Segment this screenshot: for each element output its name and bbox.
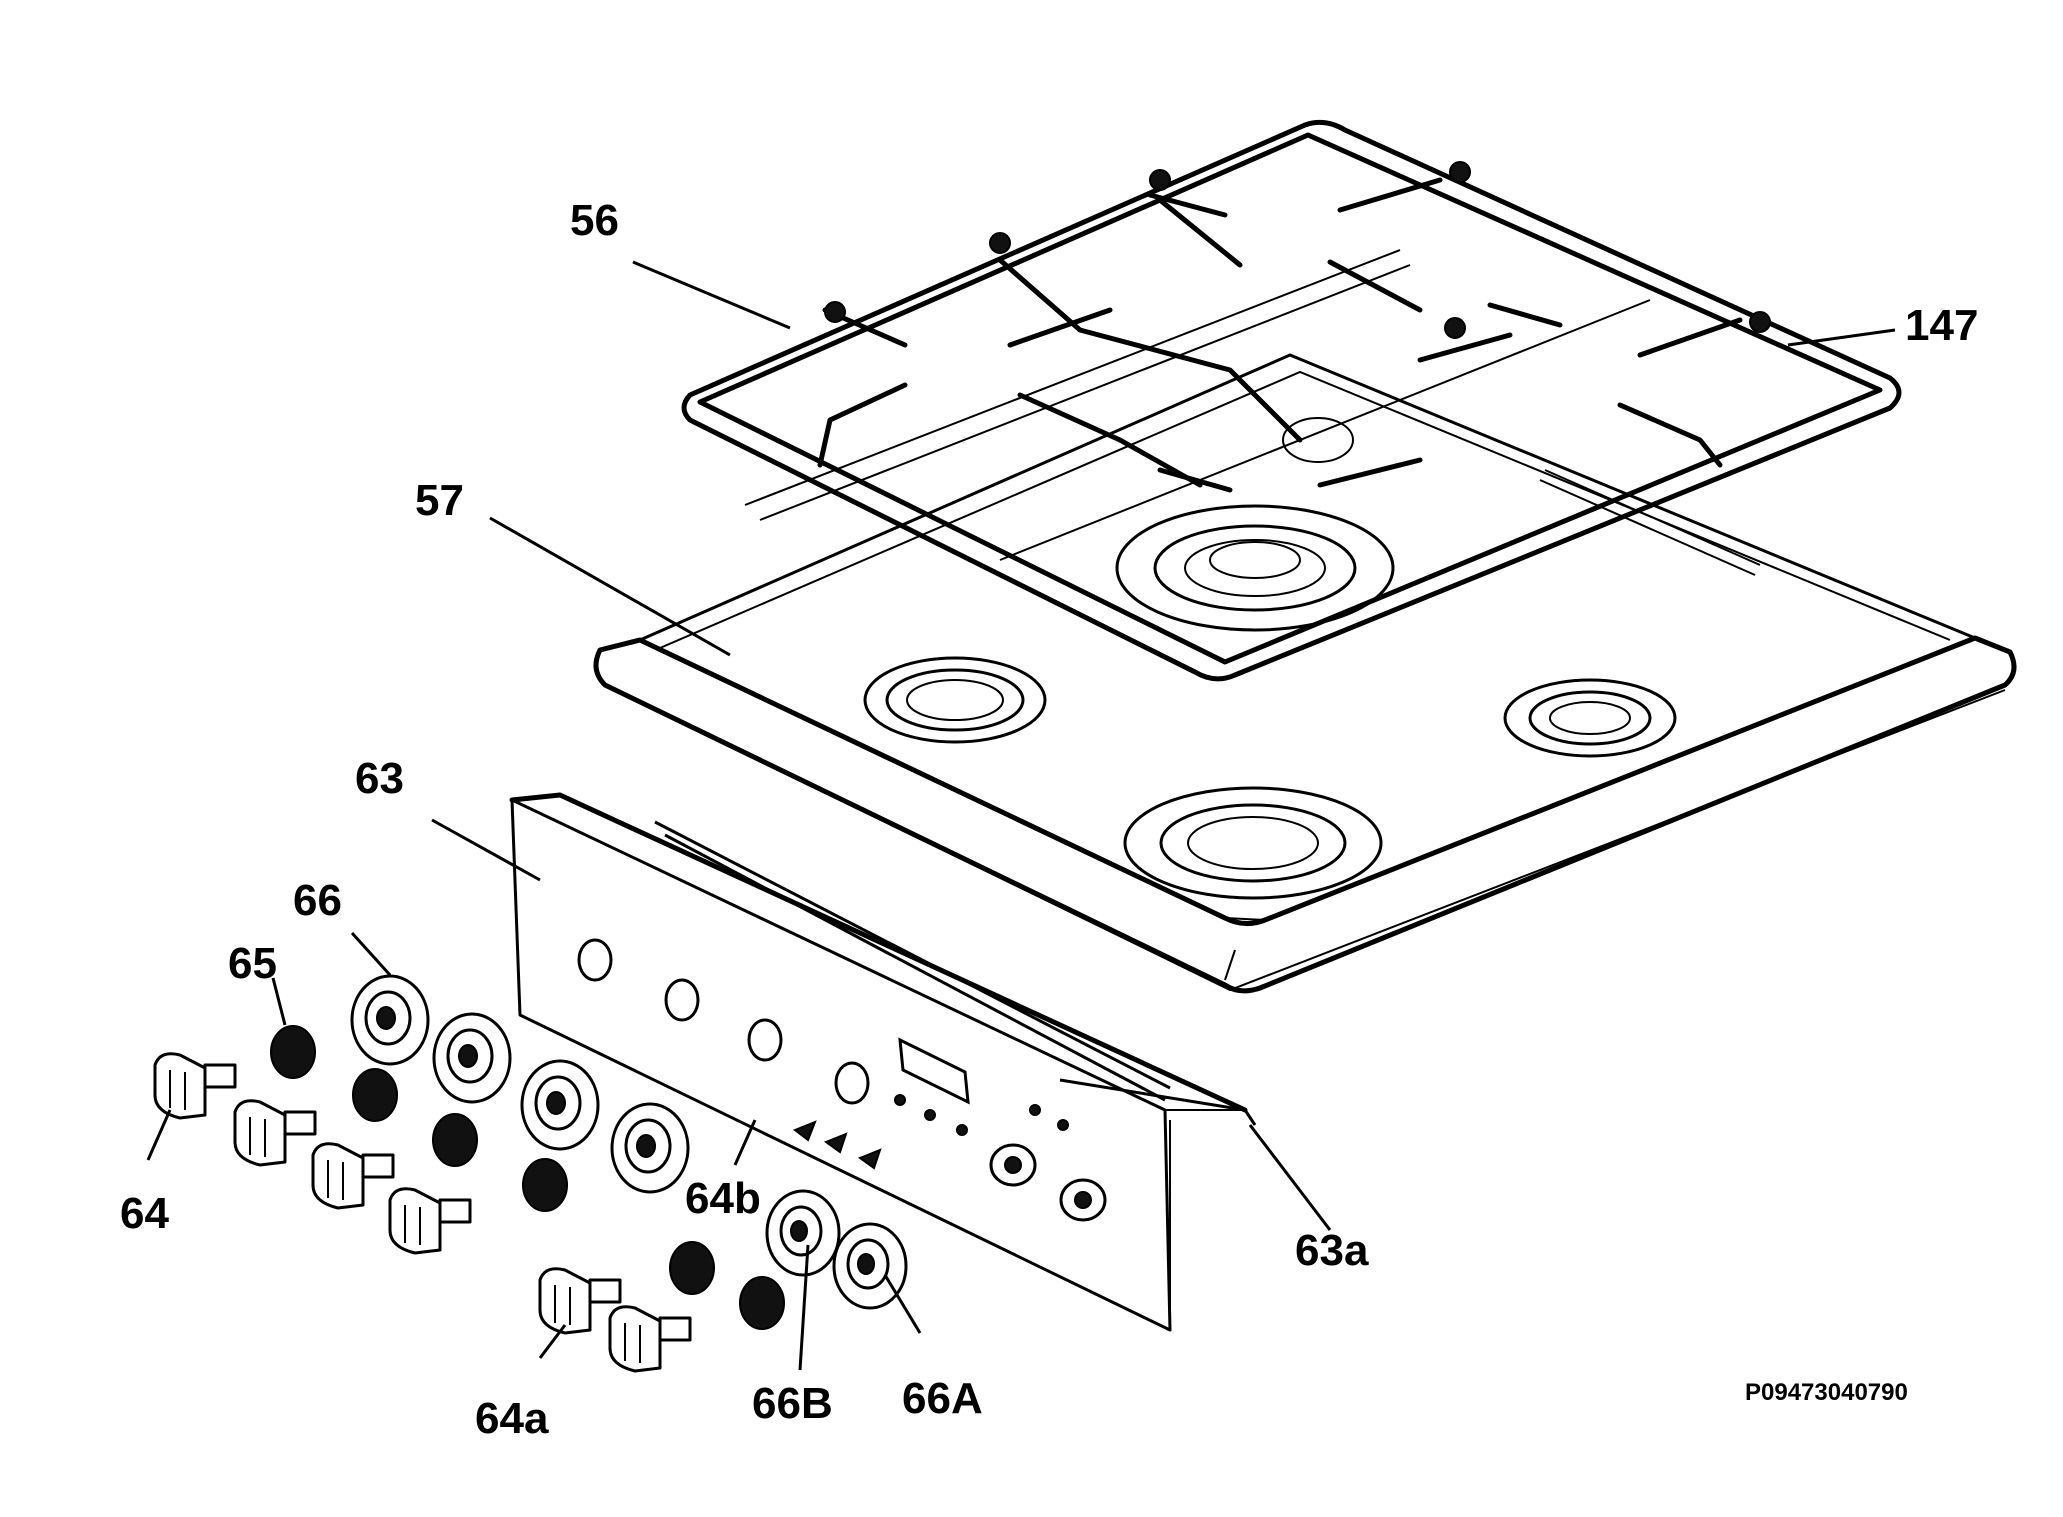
burner-front-center bbox=[1123, 786, 1383, 900]
callout-66B: 66B bbox=[752, 1379, 833, 1428]
callout-63a: 63a bbox=[1295, 1226, 1369, 1275]
bezel-3 bbox=[520, 1059, 600, 1151]
trim-strip bbox=[1059, 1078, 1257, 1126]
callout-64a: 64a bbox=[475, 1394, 549, 1443]
callout-66: 66 bbox=[293, 876, 342, 925]
drawing-code: P09473040790 bbox=[1745, 1379, 1908, 1406]
knob-washers bbox=[270, 1025, 785, 1330]
callout-147: 147 bbox=[1905, 301, 1978, 350]
knob-1 bbox=[153, 1052, 237, 1120]
callout-63: 63 bbox=[355, 754, 404, 803]
callout-labels: 56 147 57 63 66 65 64 64b 63a 64a 66B 66… bbox=[120, 196, 1978, 1443]
callout-57: 57 bbox=[415, 476, 464, 525]
bezel-4 bbox=[610, 1102, 690, 1194]
control-panel bbox=[509, 792, 1248, 1332]
knob-3 bbox=[311, 1142, 395, 1210]
knob-64a-2 bbox=[608, 1305, 692, 1373]
bezel-2 bbox=[432, 1012, 512, 1104]
hob-top-plate bbox=[593, 353, 2017, 994]
bezel-1 bbox=[350, 974, 430, 1066]
callout-66A: 66A bbox=[902, 1374, 983, 1423]
knob-4 bbox=[388, 1187, 472, 1255]
bezel-66B bbox=[765, 1189, 841, 1277]
control-knobs bbox=[153, 1052, 692, 1373]
burner-front-left bbox=[863, 656, 1047, 744]
bezel-66A bbox=[832, 1222, 908, 1310]
knob-64a-1 bbox=[538, 1267, 622, 1335]
knob-bezels bbox=[350, 974, 908, 1310]
burner-front-right bbox=[1503, 678, 1677, 758]
callout-56: 56 bbox=[570, 196, 619, 245]
knob-2 bbox=[233, 1099, 317, 1167]
leader-lines bbox=[146, 260, 1896, 1371]
burner-center-rear bbox=[1115, 504, 1395, 632]
callout-64: 64 bbox=[120, 1189, 169, 1238]
callout-65: 65 bbox=[228, 939, 277, 988]
callout-64b: 64b bbox=[685, 1174, 761, 1223]
pan-support-grid bbox=[681, 119, 1902, 682]
